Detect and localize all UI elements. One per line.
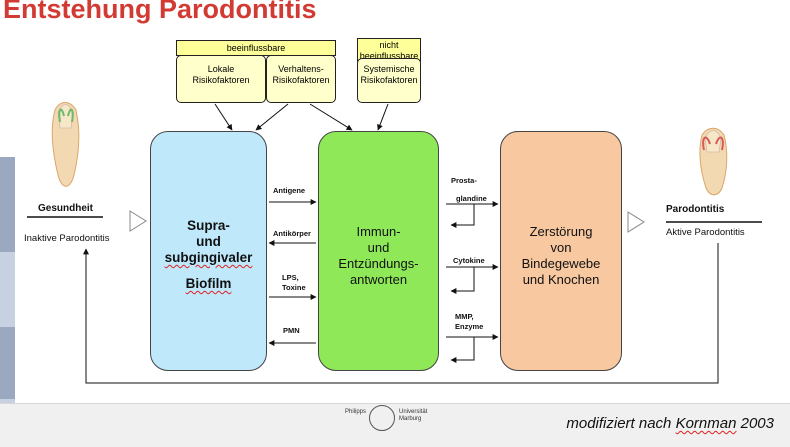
logo-text: Marburg [399, 416, 422, 422]
label: Risikofaktoren [360, 75, 418, 85]
healthy-tooth-icon [51, 102, 80, 187]
label: Bindegewebe [521, 256, 601, 271]
label: Biofilm [185, 276, 232, 291]
prostaglandine-label: Prosta- [451, 176, 477, 185]
logo-text: Philipps [345, 409, 367, 415]
immune-response-box: Immun- und Entzündungs- antworten [318, 131, 439, 371]
logo-text: Universität [399, 409, 428, 415]
credit-year: 2003 [736, 415, 774, 432]
sidebar-stripe [0, 327, 15, 399]
lps-label: LPS, [282, 273, 299, 282]
source-credit: modifiziert nach Kornman 2003 [566, 415, 774, 432]
label: beeinflussbare [359, 51, 419, 61]
pmn-label: PMN [283, 326, 300, 335]
label: Verhaltens- [278, 64, 324, 74]
label: von [550, 240, 572, 255]
systemic-risk-box: Systemische Risikofaktoren [357, 58, 421, 103]
health-heading: Gesundheit [38, 203, 94, 214]
credit-prefix: modifiziert nach [566, 415, 676, 432]
periodontitis-heading: Parodontitis [666, 204, 725, 215]
enzyme-label: Enzyme [455, 322, 484, 331]
mmp-label: MMP, [455, 312, 474, 321]
label: Lokale [207, 64, 235, 74]
tissue-destruction-box: Zerstörung von Bindegewebe und Knochen [500, 131, 622, 371]
local-risk-box: Lokale Risikofaktoren [176, 55, 266, 103]
cytokine-label: Cytokine [453, 256, 485, 265]
label: Immun- [356, 224, 401, 239]
antigene-label: Antigene [273, 186, 306, 195]
biofilm-box: Supra- und subgingivaler Biofilm [150, 131, 267, 371]
inactive-periodontitis-label: Inaktive Parodontitis [24, 233, 110, 244]
university-logo: Philipps Universität Marburg [345, 405, 465, 435]
label: Systemische [363, 64, 415, 74]
sidebar-stripe [0, 157, 15, 252]
seal-icon [369, 405, 395, 431]
active-periodontitis-label: Aktive Parodontitis [666, 227, 745, 238]
modifiable-header: beeinflussbare [176, 40, 336, 56]
label: Entzündungs- [338, 256, 419, 271]
credit-author: Kornman [675, 415, 737, 432]
page-title: Entstehung Parodontitis [3, 0, 317, 24]
label: Zerstörung [529, 224, 593, 239]
prostaglandine-label: glandine [456, 194, 487, 203]
label: und [367, 240, 390, 255]
antikoerper-label: Antikörper [273, 229, 311, 238]
behavioral-risk-box: Verhaltens- Risikofaktoren [266, 55, 336, 103]
label: und Knochen [522, 272, 600, 287]
label: und [196, 234, 221, 249]
diseased-tooth-icon [699, 127, 728, 196]
label: nicht [379, 40, 399, 50]
sidebar-stripe [0, 252, 15, 327]
label: subgingivaler [164, 250, 253, 265]
toxine-label: Toxine [282, 283, 306, 292]
footer-bar [0, 403, 790, 447]
label: Risikofaktoren [192, 75, 250, 85]
label: Risikofaktoren [272, 75, 330, 85]
label: Supra- [187, 218, 230, 233]
label: antworten [349, 272, 408, 287]
